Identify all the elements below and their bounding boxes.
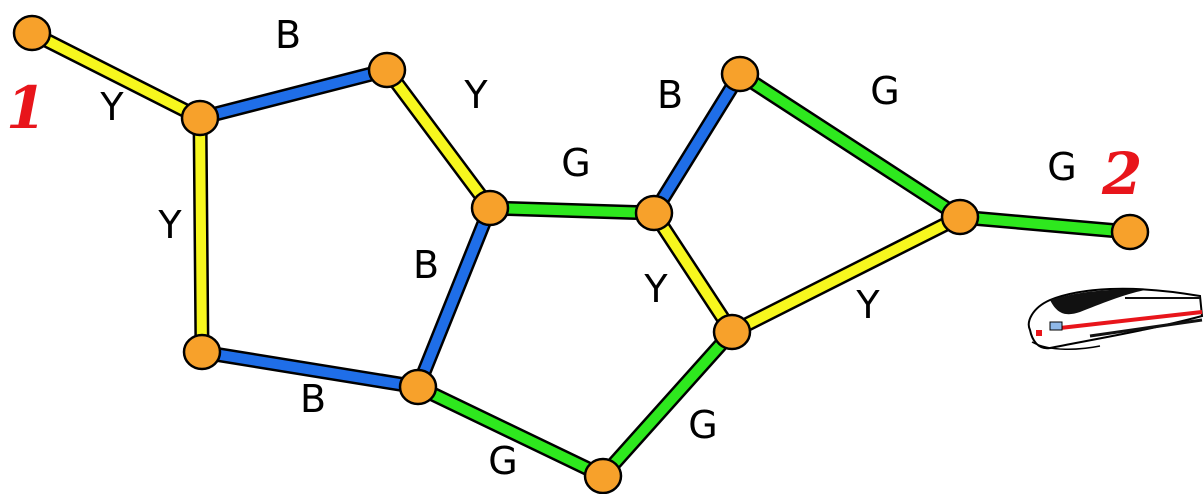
edge-label-e12: G: [870, 69, 899, 113]
node-n6: [634, 194, 674, 232]
node-n12: [1110, 213, 1150, 251]
edge-label-e2: B: [275, 13, 301, 57]
node-n4: [182, 333, 222, 371]
edge-e14: [955, 212, 1135, 237]
edge-e13: [727, 212, 965, 337]
edge-e9: [649, 208, 737, 337]
labels-layer: Y B Y Y B G B B Y G G G Y G: [99, 13, 1076, 483]
edge-e11: [598, 327, 737, 481]
edge-e5: [197, 347, 423, 392]
edge-e8: [649, 69, 745, 218]
node-n3: [367, 51, 407, 89]
node-n10: [712, 313, 752, 351]
edge-label-e9: Y: [643, 267, 668, 311]
edge-e1: [27, 28, 205, 123]
edge-label-e7: B: [413, 243, 439, 287]
edge-label-e10: G: [488, 439, 517, 483]
node-n11: [940, 198, 980, 236]
train-icon: [1027, 287, 1204, 351]
node-n1: [12, 14, 52, 52]
node-n8: [583, 457, 623, 494]
edge-e7: [413, 203, 495, 392]
edge-e2: [195, 65, 392, 123]
edge-label-e4: Y: [463, 73, 488, 117]
node-n7: [398, 368, 438, 406]
node-n5: [470, 189, 510, 227]
end-endpoint-label: 2: [1101, 140, 1142, 208]
edge-label-e8: B: [657, 73, 683, 117]
edge-e4: [382, 65, 495, 213]
start-endpoint-label: 1: [6, 74, 46, 142]
edge-e3: [195, 113, 207, 357]
edge-label-e13: Y: [855, 283, 880, 327]
edge-label-e5: B: [300, 377, 326, 421]
node-n2: [180, 99, 220, 137]
edge-label-e11: G: [688, 403, 717, 447]
edge-label-e3: Y: [157, 203, 182, 247]
edge-e10: [413, 382, 608, 481]
edge-label-e1: Y: [99, 85, 124, 129]
edge-label-e6: G: [561, 141, 590, 185]
edge-label-e14: G: [1047, 145, 1076, 189]
edges-layer: [24, 25, 1138, 484]
edge-e12: [735, 69, 965, 222]
edge-e6: [485, 203, 659, 218]
nodes-layer: [12, 14, 1150, 494]
node-n9: [720, 55, 760, 93]
